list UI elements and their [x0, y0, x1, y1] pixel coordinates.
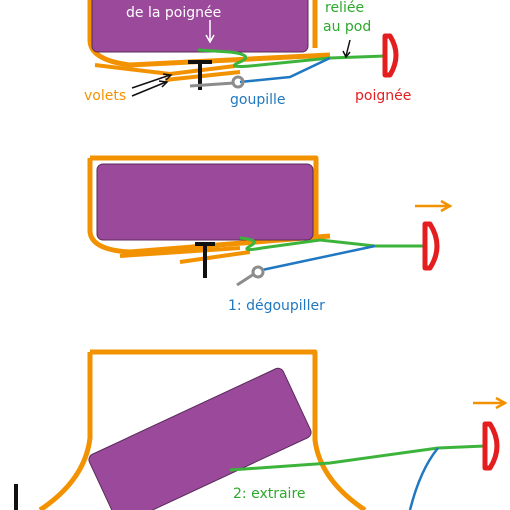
pin-cable-1 [239, 56, 331, 84]
pod-1 [91, 0, 309, 53]
arrowhead-linked [342, 50, 351, 59]
container-2 [87, 155, 331, 255]
strap-3 [229, 444, 486, 472]
flap-1a [94, 63, 236, 77]
handle-2 [422, 221, 440, 271]
pin-icon-2 [236, 265, 265, 287]
arrow-linked [345, 39, 351, 57]
arrowhead-flaps-a [162, 73, 173, 81]
label-handle-top: de la poignée [126, 5, 221, 21]
label-flaps: volets [84, 88, 126, 104]
arrowhead-flaps-b [158, 80, 169, 88]
label-step1: 1: dégoupiller [228, 298, 325, 314]
strap-2 [239, 236, 425, 252]
container-1 [87, 0, 331, 68]
panel-1: de la poignée reliée au pod volets goupi… [84, 0, 411, 108]
label-linked-1: reliée [325, 0, 364, 16]
flap-1b [164, 70, 241, 82]
pin-post-2 [195, 242, 215, 278]
strap-1 [197, 48, 386, 68]
label-handle: poignée [355, 88, 411, 104]
label-step2: 2: extraire [233, 486, 306, 502]
handle-1 [382, 33, 399, 78]
label-pin: goupille [230, 92, 286, 108]
container-3 [38, 349, 367, 510]
flap-2b [179, 250, 251, 264]
pod-2 [96, 163, 314, 241]
panel-2: 1: dégoupiller [87, 155, 453, 314]
arrow-flaps-b [131, 81, 167, 97]
panel-3: 2: extraire [14, 349, 508, 510]
pin-cable-2 [261, 244, 376, 272]
pull-arrowhead-2 [440, 199, 453, 213]
pin-cable-3 [408, 447, 439, 510]
label-linked-2: au pod [323, 19, 371, 35]
pull-arrowhead-3 [495, 396, 508, 410]
flap-2a [119, 246, 241, 258]
pin-icon [189, 75, 245, 89]
pod-3 [88, 367, 312, 510]
handle-3 [482, 421, 500, 471]
arrowhead-handle-label [205, 34, 215, 44]
arrow-flaps-a [131, 74, 171, 89]
